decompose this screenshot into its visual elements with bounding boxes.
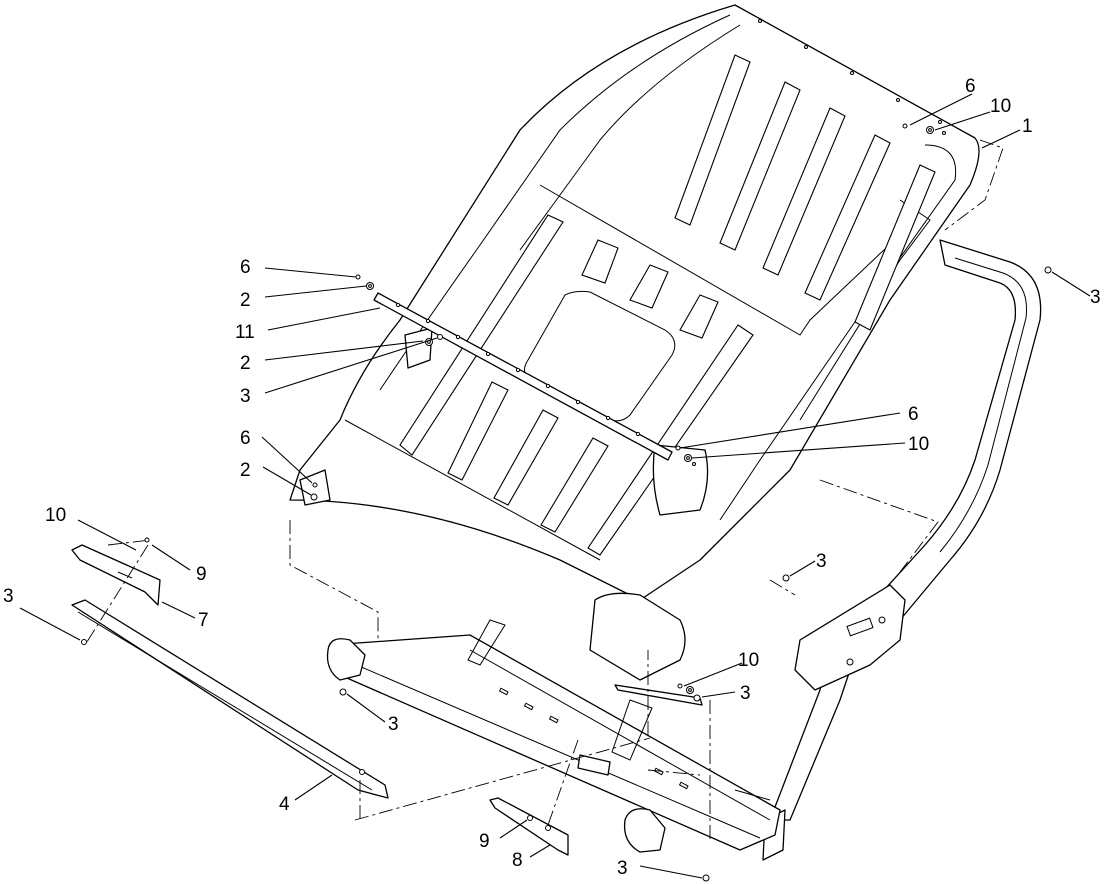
leader-lines (19, 93, 1091, 879)
callout-6: 6 (240, 428, 251, 449)
callout-4: 4 (279, 794, 290, 815)
callout-3: 3 (388, 714, 399, 735)
callout-labels: 1 2 2 2 3 3 3 3 3 3 3 4 6 6 6 6 7 8 9 9 … (3, 76, 1101, 879)
side-strip (71, 599, 389, 799)
trim-strip (373, 292, 673, 461)
callout-2: 2 (240, 460, 251, 481)
callout-6: 6 (908, 404, 919, 425)
callout-3: 3 (617, 858, 628, 879)
callout-10: 10 (990, 96, 1011, 117)
callout-2: 2 (240, 290, 251, 311)
bracket-8 (489, 797, 569, 856)
callout-8: 8 (512, 850, 523, 871)
bracket-7 (71, 544, 161, 606)
callout-11: 11 (235, 322, 255, 343)
callout-9: 9 (196, 564, 207, 585)
callout-2: 2 (240, 353, 251, 374)
callout-3: 3 (816, 551, 827, 572)
callout-10: 10 (908, 434, 929, 455)
callout-7: 7 (198, 610, 209, 631)
callout-9: 9 (479, 831, 490, 852)
callout-3: 3 (1090, 287, 1101, 308)
callout-6: 6 (965, 76, 976, 97)
seat-base (326, 619, 781, 853)
callout-3: 3 (740, 683, 751, 704)
callout-1: 1 (1022, 116, 1033, 137)
callout-3: 3 (3, 586, 14, 607)
callout-6: 6 (240, 257, 251, 278)
callout-10: 10 (738, 650, 759, 671)
seat-pan (289, 4, 980, 706)
callout-10: 10 (45, 505, 66, 526)
callout-3: 3 (240, 386, 251, 407)
assembly-lines (84, 139, 1004, 842)
